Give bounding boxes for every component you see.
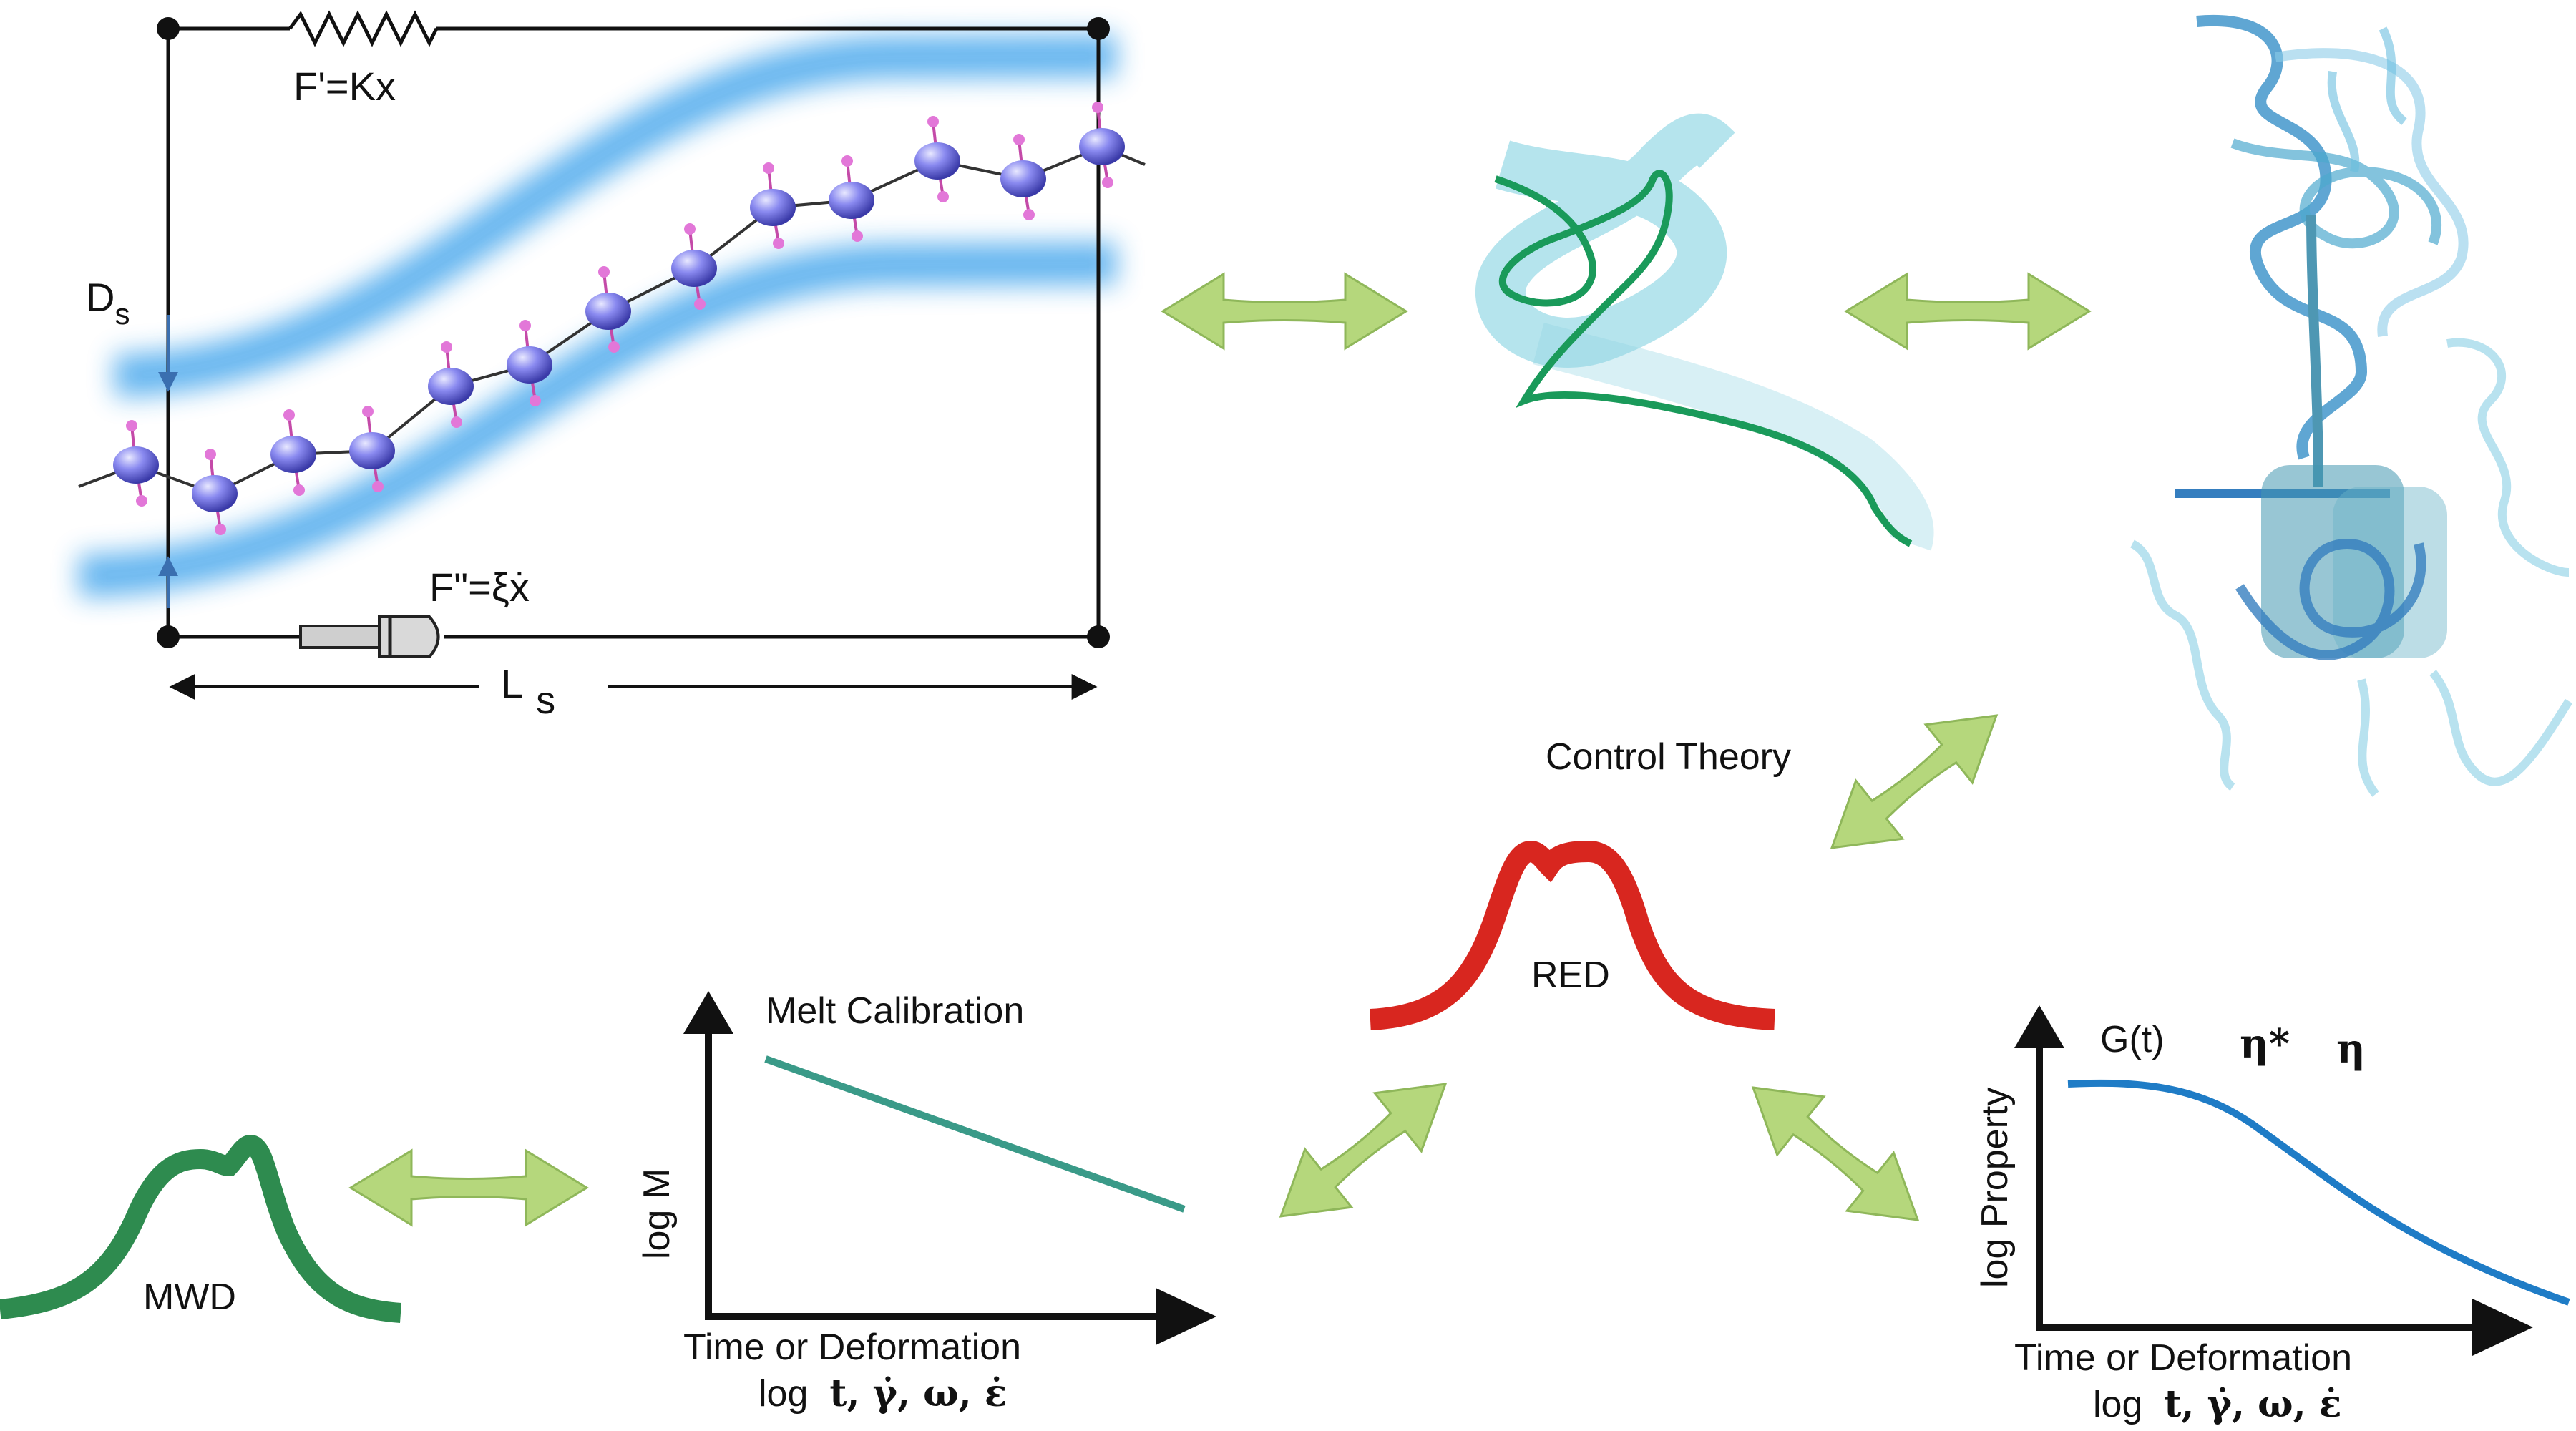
bead bbox=[192, 475, 238, 512]
calibration-title: Melt Calibration bbox=[766, 990, 1024, 1032]
bead bbox=[750, 189, 796, 226]
property-xlabel-1: Time or Deformation bbox=[2014, 1337, 2352, 1379]
bead bbox=[1079, 128, 1125, 165]
tube-molecule-illustration bbox=[1475, 113, 1934, 551]
double-arrow-icon bbox=[1161, 272, 1408, 351]
legend-eta-star: η* bbox=[2240, 1020, 2290, 1068]
polymer-chain-icon bbox=[78, 102, 1146, 535]
spring-force-label: F'=Kx bbox=[293, 64, 396, 109]
calibration-xlabel-1: Time or Deformation bbox=[683, 1327, 1021, 1368]
control-theory-label: Control Theory bbox=[1546, 736, 1791, 778]
melt-calibration-plot: Melt Calibration log M Time or Deformati… bbox=[636, 990, 1216, 1415]
bead bbox=[428, 368, 474, 405]
double-arrow-icon bbox=[1844, 272, 2092, 351]
mwd-curve-panel: MWD bbox=[0, 1134, 402, 1323]
spring-icon bbox=[288, 10, 439, 47]
calibration-ylabel: log M bbox=[636, 1168, 678, 1259]
mwd-label: MWD bbox=[143, 1276, 236, 1318]
bead bbox=[349, 432, 395, 469]
dashpot-icon bbox=[299, 615, 440, 658]
double-arrow-icon bbox=[1279, 1083, 1448, 1218]
bead bbox=[507, 346, 552, 384]
double-arrow-icon bbox=[1830, 714, 1999, 849]
calibration-line bbox=[764, 1055, 1186, 1213]
bead bbox=[1000, 160, 1046, 197]
entangled-chains-icon bbox=[2129, 14, 2573, 797]
red-curve bbox=[1370, 840, 1775, 1030]
legend-eta: η bbox=[2336, 1025, 2366, 1073]
property-curve bbox=[2067, 1079, 2570, 1306]
red-curve-panel: RED bbox=[1370, 840, 1775, 1030]
polymer-chain-icon bbox=[1494, 170, 1913, 547]
dashpot-force-label: F"=ξẋ bbox=[429, 565, 530, 610]
legend-gt: G(t) bbox=[2100, 1019, 2165, 1060]
bead bbox=[113, 446, 159, 484]
double-arrow-icon bbox=[1751, 1086, 1920, 1221]
bead bbox=[270, 436, 316, 473]
property-ylabel: log Property bbox=[1974, 1088, 2016, 1288]
double-arrow-icon bbox=[348, 1148, 589, 1227]
red-label: RED bbox=[1531, 954, 1610, 996]
reptation-tube-icon bbox=[78, 34, 1117, 597]
property-plot: G(t) η* η log Property Time or Deformati… bbox=[1974, 1005, 2570, 1426]
double-arrows bbox=[348, 272, 2092, 1227]
mwd-curve bbox=[0, 1134, 402, 1323]
bead bbox=[585, 293, 631, 330]
bead bbox=[671, 250, 717, 287]
bead bbox=[914, 142, 960, 180]
tube-diameter-label: Ds bbox=[86, 275, 130, 331]
bead bbox=[829, 182, 874, 219]
